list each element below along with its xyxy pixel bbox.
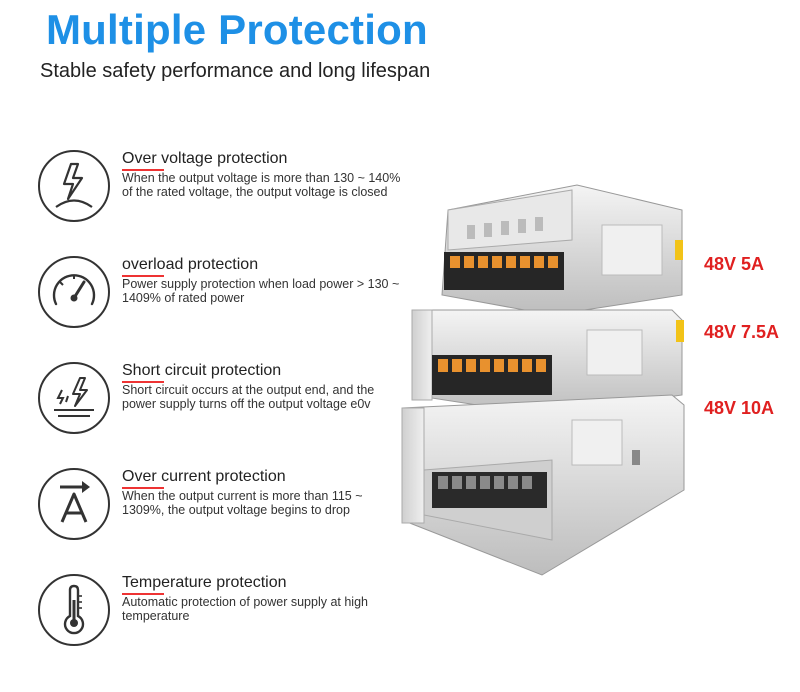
short-circuit-icon [38,362,110,434]
feature-title: Temperature protection [122,574,287,595]
thermometer-icon [38,574,110,646]
feature-over-voltage: Over voltage protection When the output … [38,150,408,240]
feature-title: Over current protection [122,468,286,489]
feature-description: When the output current is more than 115… [122,489,363,517]
feature-description: Short circuit occurs at the output end, … [122,383,375,411]
feature-title: Short circuit protection [122,362,281,383]
lightning-voltage-icon [38,150,110,222]
feature-overload: overload protection Power supply protect… [38,256,408,346]
feature-short-circuit: Short circuit protection Short circuit o… [38,362,408,452]
feature-over-current: Over current protection When the output … [38,468,408,558]
page-title: Multiple Protection [46,6,428,53]
label-48v-10a: 48V 10A [704,398,775,418]
feature-temperature: Temperature protection Automatic protect… [38,574,408,664]
feature-description: Automatic protection of power supply at … [122,595,368,623]
page-subtitle: Stable safety performance and long lifes… [40,60,431,82]
power-supply-image [392,180,702,580]
label-48v-5a: 48V 5A [704,254,765,274]
current-ampere-icon [38,468,110,540]
feature-title: Over voltage protection [122,150,287,171]
feature-title: overload protection [122,256,258,277]
feature-description: Power supply protection when load power … [122,277,400,305]
feature-description: When the output voltage is more than 130… [122,171,401,199]
gauge-icon [38,256,110,328]
label-48v-7-5a: 48V 7.5A [704,322,780,342]
